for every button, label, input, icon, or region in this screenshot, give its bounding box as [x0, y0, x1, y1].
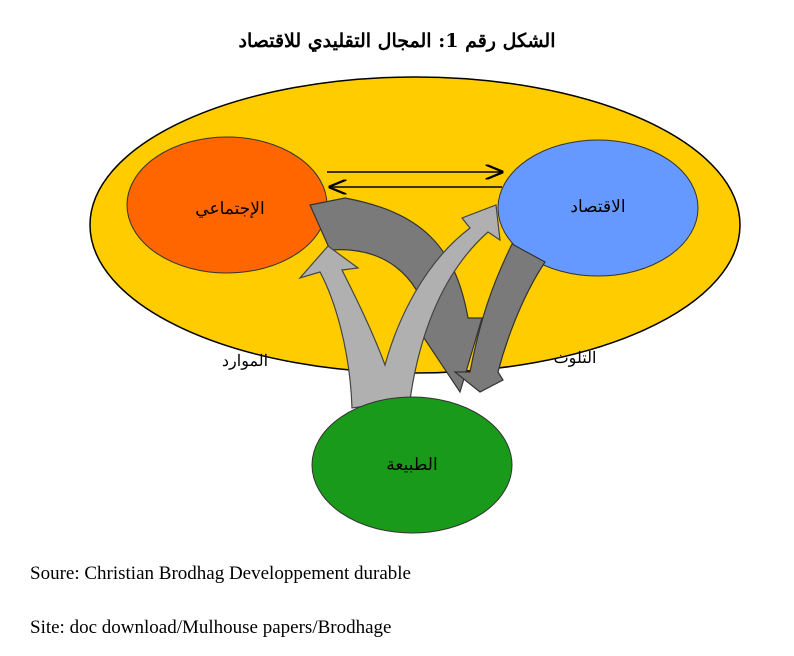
nature-node: [311, 396, 513, 534]
figure-title: الشكل رقم 1: المجال التقليدي للاقتصاد: [238, 30, 556, 52]
pollution-flow-arrow-right: [453, 243, 546, 393]
economy-node-label: الاقتصاد: [570, 197, 625, 217]
pollution-flow-label: التلوث: [554, 348, 597, 367]
resources-flow-arrow: [298, 204, 501, 409]
economy-node: [497, 139, 699, 277]
source-citation: Soure: Christian Brodhag Developpement d…: [30, 563, 411, 584]
pollution-flow-arrow: [309, 197, 483, 394]
nature-node-label: الطبيعة: [386, 455, 437, 475]
resources-flow-label: الموارد: [222, 351, 268, 370]
site-citation: Site: doc download/Mulhouse papers/Brodh…: [30, 617, 392, 638]
social-node-label: الإجتماعي: [195, 199, 264, 219]
